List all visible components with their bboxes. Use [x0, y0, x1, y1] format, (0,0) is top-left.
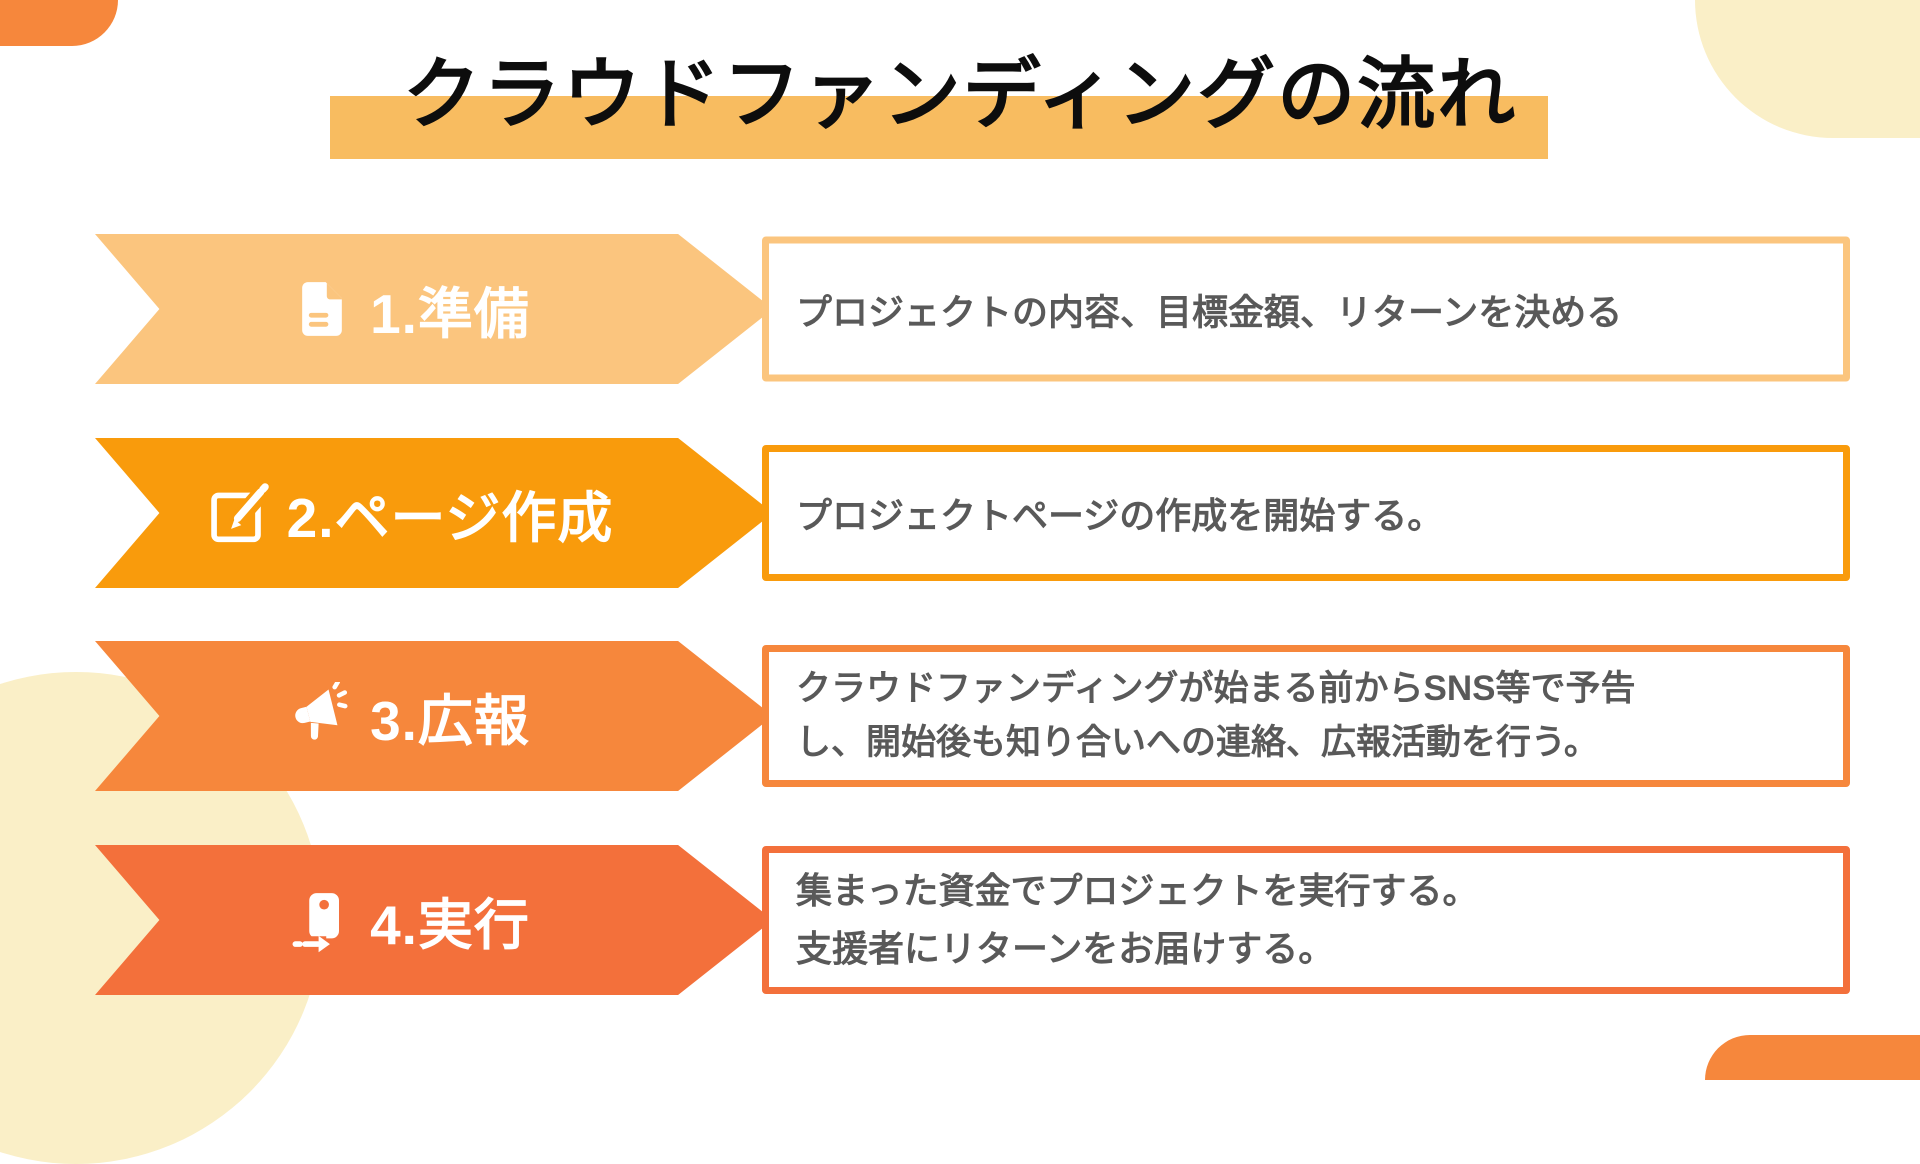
step-label-1: 1.準備: [370, 283, 530, 345]
description-line: し、開始後も知り合いへの連絡、広報活動を行う。: [796, 723, 1599, 762]
step-label-2: 2.ページ作成: [286, 487, 614, 549]
corner-decoration-bottom-right: [1705, 1035, 1920, 1080]
document-icon: [288, 275, 356, 343]
title-section: クラウドファンディングの流れ: [0, 0, 1920, 200]
description-line: 集まった資金でプロジェクトを実行する。: [796, 870, 1479, 912]
step-description-box-4: 集まった資金でプロジェクトを実行する。 支援者にリターンをお届けする。: [762, 846, 1850, 994]
page-title: クラウドファンディングの流れ: [402, 49, 1518, 138]
step-arrow-4: 4.実行: [95, 845, 773, 995]
step-description-box-1: プロジェクトの内容、目標金額、リターンを決める: [762, 236, 1850, 382]
step-label-3: 3.広報: [370, 690, 530, 752]
step-row-1: 1.準備 プロジェクトの内容、目標金額、リターンを決める: [0, 233, 1920, 385]
step-row-3: 3.広報 クラウドファンディングが始まる前からSNS等で予告 し、開始後も知り合…: [0, 640, 1920, 792]
step-arrow-3: 3.広報: [95, 641, 773, 791]
step-arrow-1: 1.準備: [95, 234, 773, 384]
megaphone-icon: [288, 682, 356, 750]
title-highlight-bar: [330, 96, 1548, 159]
description-line: 支援者にリターンをお届けする。: [796, 928, 1335, 969]
description-line: クラウドファンディングが始まる前からSNS等で予告: [796, 668, 1636, 708]
step-arrow-2: 2.ページ作成: [95, 438, 773, 588]
step-label-4: 4.実行: [370, 894, 530, 956]
step-row-2: 2.ページ作成 プロジェクトページの作成を開始する。: [0, 437, 1920, 589]
description-line: プロジェクトページの作成を開始する。: [796, 495, 1444, 536]
step-description-box-3: クラウドファンディングが始まる前からSNS等で予告 し、開始後も知り合いへの連絡…: [762, 645, 1850, 787]
step-description-box-2: プロジェクトページの作成を開始する。: [762, 445, 1850, 581]
description-line: プロジェクトの内容、目標金額、リターンを決める: [796, 291, 1623, 332]
transfer-icon: [288, 886, 356, 954]
step-row-4: 4.実行 集まった資金でプロジェクトを実行する。 支援者にリターンをお届けする。: [0, 844, 1920, 996]
edit-page-icon: [205, 479, 273, 547]
